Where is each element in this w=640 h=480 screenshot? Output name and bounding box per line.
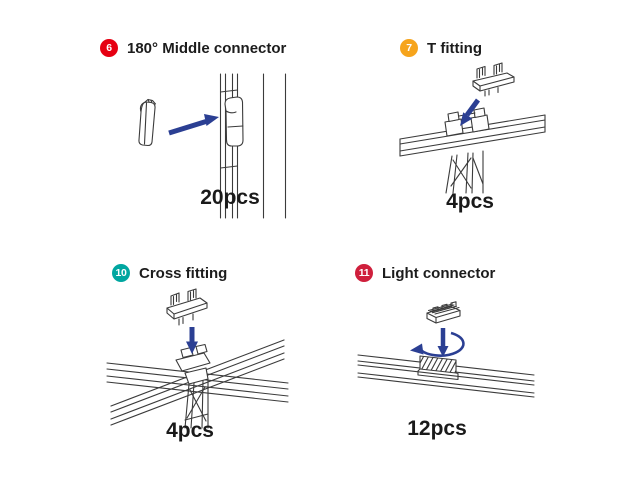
insert-arrow-icon: [168, 114, 219, 136]
rail-drawing: [106, 339, 289, 429]
connector-part-drawing: [166, 288, 208, 326]
step-badge-7: 7: [400, 39, 418, 57]
step-badge-6: 6: [100, 39, 118, 57]
connector-part-drawing: [472, 62, 515, 97]
rail-drawing: [357, 354, 535, 398]
section-header-t-fitting: 7 T fitting: [400, 38, 482, 58]
quantity-label: 12pcs: [407, 417, 467, 440]
connector-part-drawing: [426, 301, 461, 324]
rail-drawing: [219, 73, 287, 219]
quantity-label: 4pcs: [166, 419, 214, 442]
section-header-light-connector: 11 Light connector: [355, 263, 495, 283]
rotation-arrow-icon: [410, 328, 465, 357]
section-title: Cross fitting: [139, 264, 228, 282]
rail-drawing: [399, 107, 546, 194]
insert-arrow-icon: [460, 98, 481, 126]
section-title: Light connector: [382, 264, 496, 282]
cross-fitting-illustration: [106, 288, 289, 429]
light-connector-illustration: [357, 301, 535, 398]
section-header-middle-connector: 6 180° Middle connector: [100, 38, 286, 58]
step-badge-10: 10: [112, 264, 130, 282]
quantity-label: 20pcs: [200, 186, 260, 209]
section-title: T fitting: [427, 39, 482, 57]
middle-connector-illustration: [138, 73, 287, 219]
t-fitting-illustration: [399, 62, 546, 194]
section-header-cross-fitting: 10 Cross fitting: [112, 263, 227, 283]
quantity-label: 4pcs: [446, 190, 494, 213]
step-badge-11: 11: [355, 264, 373, 282]
connector-part-drawing: [138, 98, 157, 147]
insert-arrow-icon: [186, 327, 198, 354]
section-title: 180° Middle connector: [127, 39, 287, 57]
